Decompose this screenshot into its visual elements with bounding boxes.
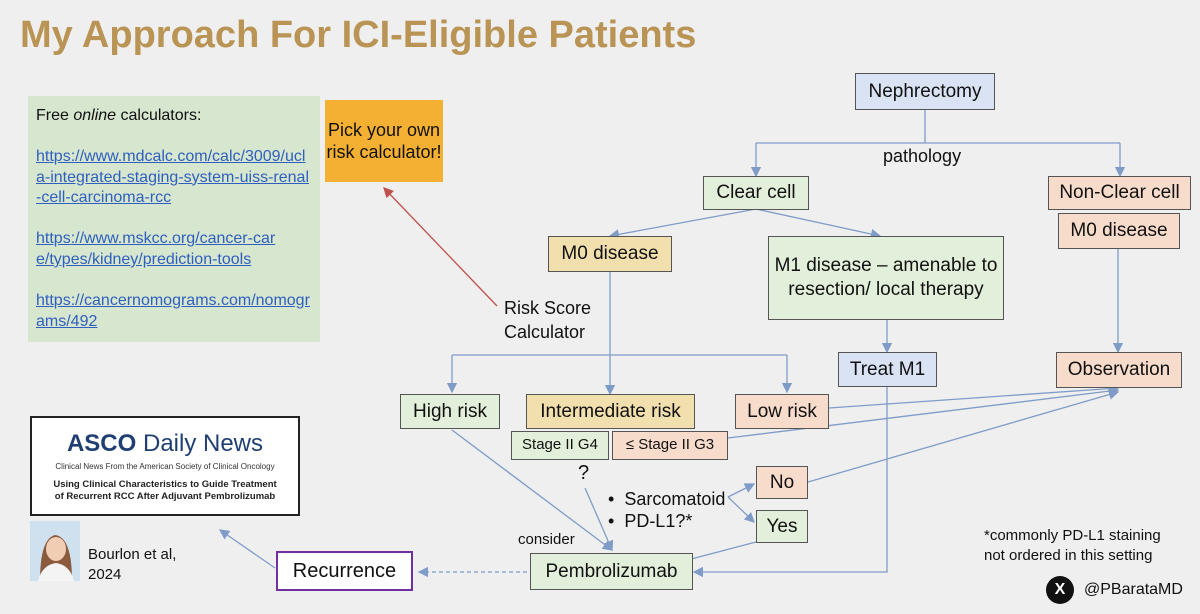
node-pembrolizumab: Pembrolizumab [530,553,693,590]
citation: Bourlon et al, 2024 [88,545,188,586]
footnote: *commonly PD-L1 staining not ordered in … [984,526,1184,565]
label-question-mark: ? [578,462,589,485]
node-recurrence: Recurrence [276,551,413,591]
label-sarcomatoid: • Sarcomatoid [608,489,725,510]
node-m1-disease: M1 disease – amenable to resection/ loca… [768,236,1004,320]
author-photo [30,521,80,581]
twitter-handle: @PBarataMD [1084,581,1183,599]
node-yes: Yes [756,510,808,543]
label-pdl1: • PD-L1?* [608,511,692,532]
asco-headline: Using Clinical Characteristics to Guide … [50,479,280,503]
node-low-risk: Low risk [735,394,829,429]
asco-subtitle: Clinical News From the American Society … [32,462,298,471]
asco-daily-news-card: ASCO Daily News Clinical News From the A… [30,416,300,516]
node-observation: Observation [1056,352,1182,388]
node-stage-ii-g3: ≤ Stage II G3 [612,431,728,460]
node-high-risk: High risk [400,394,500,429]
x-logo-icon: X [1046,576,1074,604]
node-m0-disease-nonclear: M0 disease [1058,213,1180,249]
node-nephrectomy: Nephrectomy [855,73,995,110]
label-consider: consider [518,531,575,548]
node-treat-m1: Treat M1 [838,352,937,387]
node-non-clear-cell: Non-Clear cell [1048,176,1191,210]
asco-brand: ASCO Daily News [32,430,298,458]
node-m0-disease: M0 disease [548,236,672,272]
node-clear-cell: Clear cell [703,176,809,210]
node-stage-ii-g4: Stage II G4 [511,431,609,460]
node-intermediate-risk: Intermediate risk [526,394,695,429]
risk-score-calculator-label: Risk Score Calculator [504,296,614,345]
label-pathology: pathology [883,146,961,167]
node-no: No [756,466,808,499]
